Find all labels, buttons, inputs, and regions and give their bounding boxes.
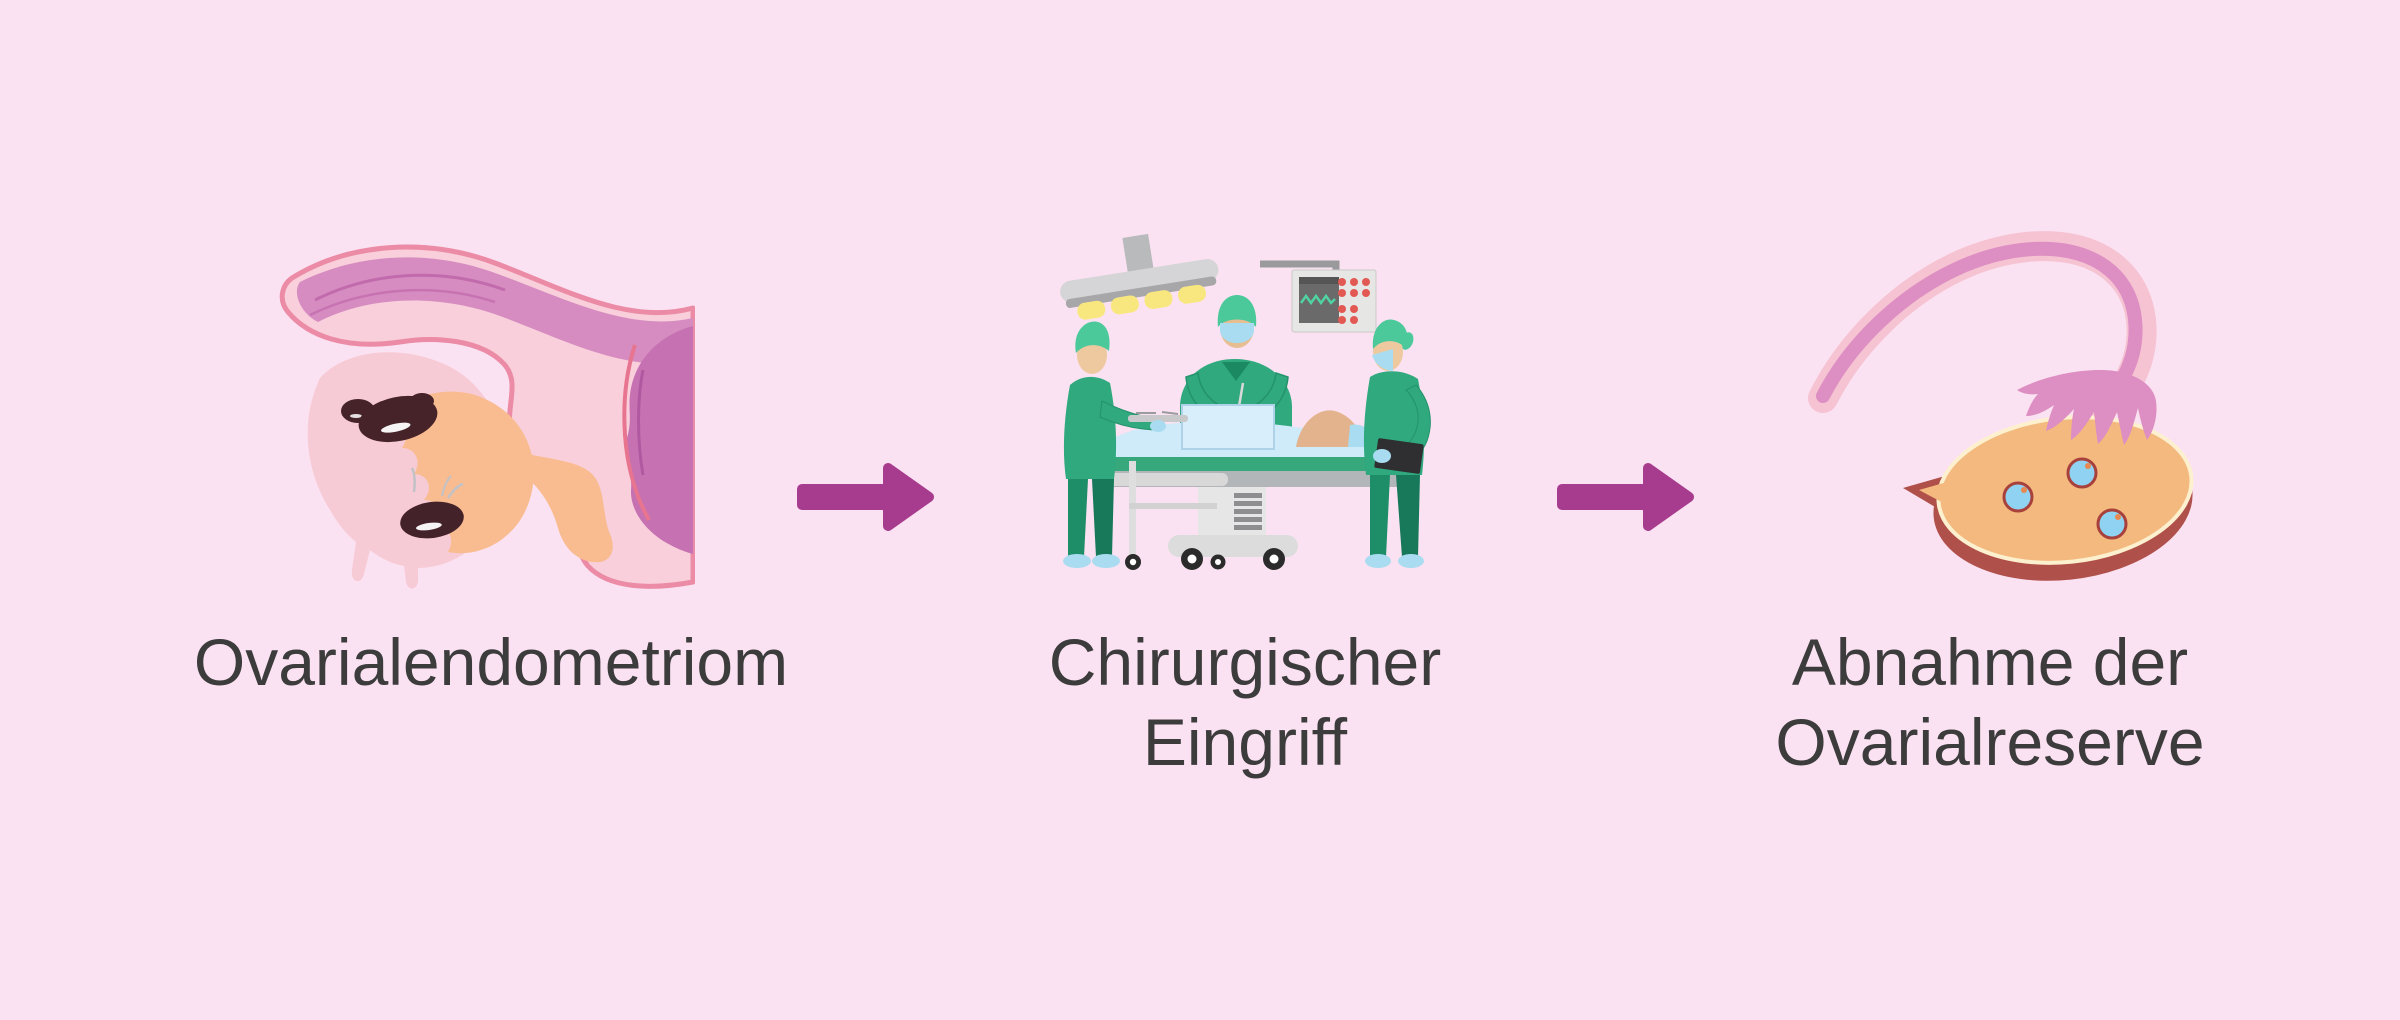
endometrioma-cyst-upper: [341, 393, 438, 443]
step1-caption-line1: Ovarialendometriom: [193, 625, 789, 699]
arrow-right-icon: [797, 463, 934, 531]
endometrioma-cyst-lower: [400, 467, 464, 539]
surgical-cap: [1372, 319, 1408, 349]
operating-room-drawing: [1060, 233, 1431, 570]
step2-caption: Chirurgischer Eingriff: [1049, 622, 1441, 782]
uterus-ovary-drawing: [279, 244, 695, 589]
surgical-field: [1181, 404, 1275, 450]
instrument-tray: [1128, 415, 1188, 422]
patient-leg: [1296, 410, 1366, 447]
surgeon-left: [1063, 321, 1188, 568]
instrument-stand: [1125, 461, 1217, 570]
surgery-illustration: [1030, 225, 1455, 595]
monitor-buttons: [1338, 278, 1370, 324]
step3-caption: Abnahme der Ovarialreserve: [1775, 622, 2204, 782]
ovary-tube-drawing: [1808, 231, 2194, 581]
ovarian-reserve-illustration: [1795, 140, 2245, 605]
step2-caption-line1: Chirurgischer: [1048, 625, 1442, 699]
step1-caption: Ovarialendometriom: [194, 622, 788, 702]
fallopian-tube-lining: [296, 257, 693, 365]
nurse-right: [1363, 319, 1431, 568]
ovary: [1903, 415, 2194, 581]
step2-caption-line2: Eingriff: [1142, 705, 1348, 779]
ovarian-endometrioma-illustration: [165, 130, 695, 595]
surgical-mask: [1372, 349, 1393, 371]
ovarian-ligament: [504, 450, 613, 563]
operating-table: [1086, 457, 1404, 570]
ovary-inner-tissue: [394, 391, 534, 554]
surgical-lamp: [1060, 233, 1219, 320]
clipboard: [1374, 438, 1424, 474]
step3-caption-line1: Abnahme der: [1791, 625, 2189, 699]
follicles: [2002, 457, 2128, 540]
fimbriae: [2017, 370, 2157, 445]
surgical-cap: [1075, 321, 1110, 353]
arrow-right-icon: [1557, 463, 1694, 531]
ecg-waveform: [1299, 293, 1336, 306]
patient: [1100, 404, 1386, 457]
step3-caption-line2: Ovarialreserve: [1775, 705, 2205, 779]
surgical-mask: [1220, 323, 1254, 343]
endometrium-lining: [625, 326, 693, 554]
vital-signs-monitor: [1260, 260, 1377, 333]
surgical-cap: [1217, 295, 1257, 327]
